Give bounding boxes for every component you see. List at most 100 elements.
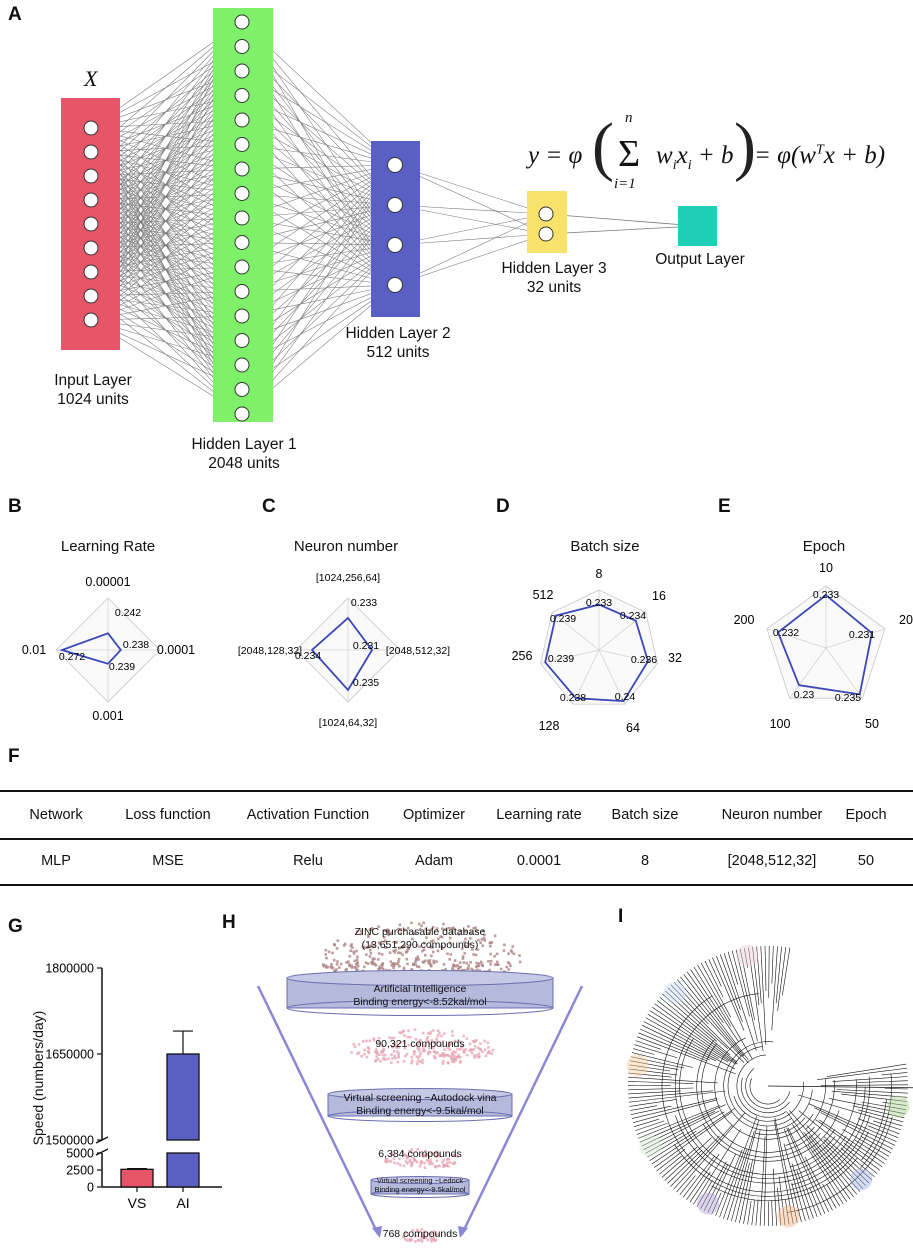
dendrogram-leaf-branch <box>751 1200 755 1226</box>
panel-label-c: C <box>262 496 276 517</box>
x-tick-label: VS <box>128 1195 147 1211</box>
compound-dot <box>390 1061 393 1064</box>
compound-dot <box>432 961 436 965</box>
compound-dot <box>438 1164 441 1168</box>
compound-dot <box>467 925 470 928</box>
compound-dot <box>476 968 479 972</box>
compound-dot <box>407 1155 410 1159</box>
compound-dot <box>419 1160 423 1163</box>
compound-dot <box>362 1040 365 1043</box>
radar-axis-label: 0.001 <box>92 709 123 723</box>
compound-dot <box>380 953 384 956</box>
compound-dot <box>484 1054 488 1058</box>
compound-dot <box>329 965 333 969</box>
table-header-cell: Neuron number <box>721 807 823 823</box>
compound-dot <box>410 1055 414 1059</box>
compound-dot <box>480 1050 484 1054</box>
dendrogram-leaf-branch <box>788 1110 861 1192</box>
compound-dot <box>399 931 402 935</box>
dendrogram-leaf-branch <box>630 1060 679 1070</box>
compound-dot <box>462 1050 466 1054</box>
compound-dot <box>432 950 435 954</box>
radar-value-label: 0.235 <box>353 677 379 689</box>
dendrogram-leaf-branch <box>659 1155 682 1175</box>
neuron-node <box>234 382 250 397</box>
compound-dot <box>421 1031 425 1035</box>
compound-dot <box>451 1052 454 1055</box>
table-cell: [2048,512,32] <box>727 853 817 869</box>
compound-dot <box>352 950 355 953</box>
compound-dot <box>333 969 336 973</box>
compound-dot <box>384 1058 388 1061</box>
compound-dot <box>353 1045 357 1048</box>
compound-dot <box>402 1060 406 1063</box>
compound-dot <box>405 1052 409 1056</box>
compound-dot <box>410 1061 413 1065</box>
hyperparameter-radar-charts: 0.000010.00010.0010.010.2420.2380.2390.2… <box>22 561 913 735</box>
compound-dot <box>370 961 373 964</box>
compound-dot <box>392 1036 396 1040</box>
neuron-node <box>234 406 250 422</box>
compound-dot <box>458 1056 462 1059</box>
compound-dot <box>451 1030 454 1033</box>
neuron-node <box>83 120 99 136</box>
compound-dot <box>448 1054 451 1058</box>
compound-dot <box>402 968 406 972</box>
compound-dot <box>324 948 328 952</box>
connection-line <box>394 204 547 235</box>
dendrogram-leaf-branch <box>808 1135 858 1195</box>
compound-dot <box>420 1153 424 1156</box>
radar-axis-label: 100 <box>770 717 791 731</box>
compound-dot <box>489 952 492 956</box>
dendrogram-leaf-branch <box>735 1162 750 1223</box>
neuron-node <box>234 259 250 275</box>
radar-chart-0: 0.000010.00010.0010.010.2420.2380.2390.2… <box>22 575 195 723</box>
radar-axis-label: 512 <box>533 588 554 602</box>
neuron-node <box>234 63 250 79</box>
compound-dot <box>415 944 419 947</box>
compound-dot <box>370 928 373 932</box>
compound-dot <box>411 1156 415 1160</box>
compound-dot <box>427 1046 431 1050</box>
compound-dot <box>413 1158 416 1161</box>
dendrogram-leaf-branch <box>771 946 778 1031</box>
radar-title-neuron-number: Neuron number <box>293 538 399 555</box>
compound-dot <box>399 1041 402 1045</box>
compound-dot <box>432 1046 435 1050</box>
compound-dot <box>472 953 475 956</box>
panel-label-b: B <box>8 496 22 517</box>
compound-dot <box>418 1054 422 1057</box>
dendrogram-leaf-branch <box>662 993 717 1042</box>
dendrogram-leaf-branch <box>764 945 767 992</box>
compound-dot <box>441 1054 444 1057</box>
dendrogram-leaf-branch <box>731 950 750 1017</box>
compound-dot <box>463 968 467 972</box>
dendrogram-leaf-branch <box>634 1044 678 1059</box>
dendrogram-leaf-branch <box>860 1136 892 1154</box>
compound-dot <box>395 1042 398 1045</box>
compound-dot <box>436 1051 439 1054</box>
compound-dot <box>365 1039 368 1043</box>
compound-dot <box>464 937 467 941</box>
compound-dot <box>436 1164 440 1168</box>
compound-dot <box>390 964 393 967</box>
radar-series-polygon <box>776 594 873 696</box>
neuron-node <box>234 284 250 299</box>
compound-dot <box>509 964 512 968</box>
connection-line <box>394 233 547 246</box>
compound-dot <box>463 941 466 944</box>
dendrogram-leaf-branch <box>690 969 739 1042</box>
dendrogram-leaf-branch <box>840 1093 908 1102</box>
compound-dot <box>412 1050 416 1053</box>
compound-dot <box>458 1040 462 1043</box>
compound-dot <box>407 1043 411 1047</box>
radar-value-label: 0.233 <box>586 597 612 609</box>
funnel-filter-3-label: Virtual screening ~Ledock Binding energy… <box>340 1176 500 1194</box>
compound-dot <box>417 922 421 926</box>
compound-dot <box>474 965 478 969</box>
compound-dot <box>408 1150 411 1153</box>
compound-dot <box>447 1157 451 1161</box>
compound-dot <box>451 1054 454 1058</box>
compound-dot <box>426 1036 430 1039</box>
